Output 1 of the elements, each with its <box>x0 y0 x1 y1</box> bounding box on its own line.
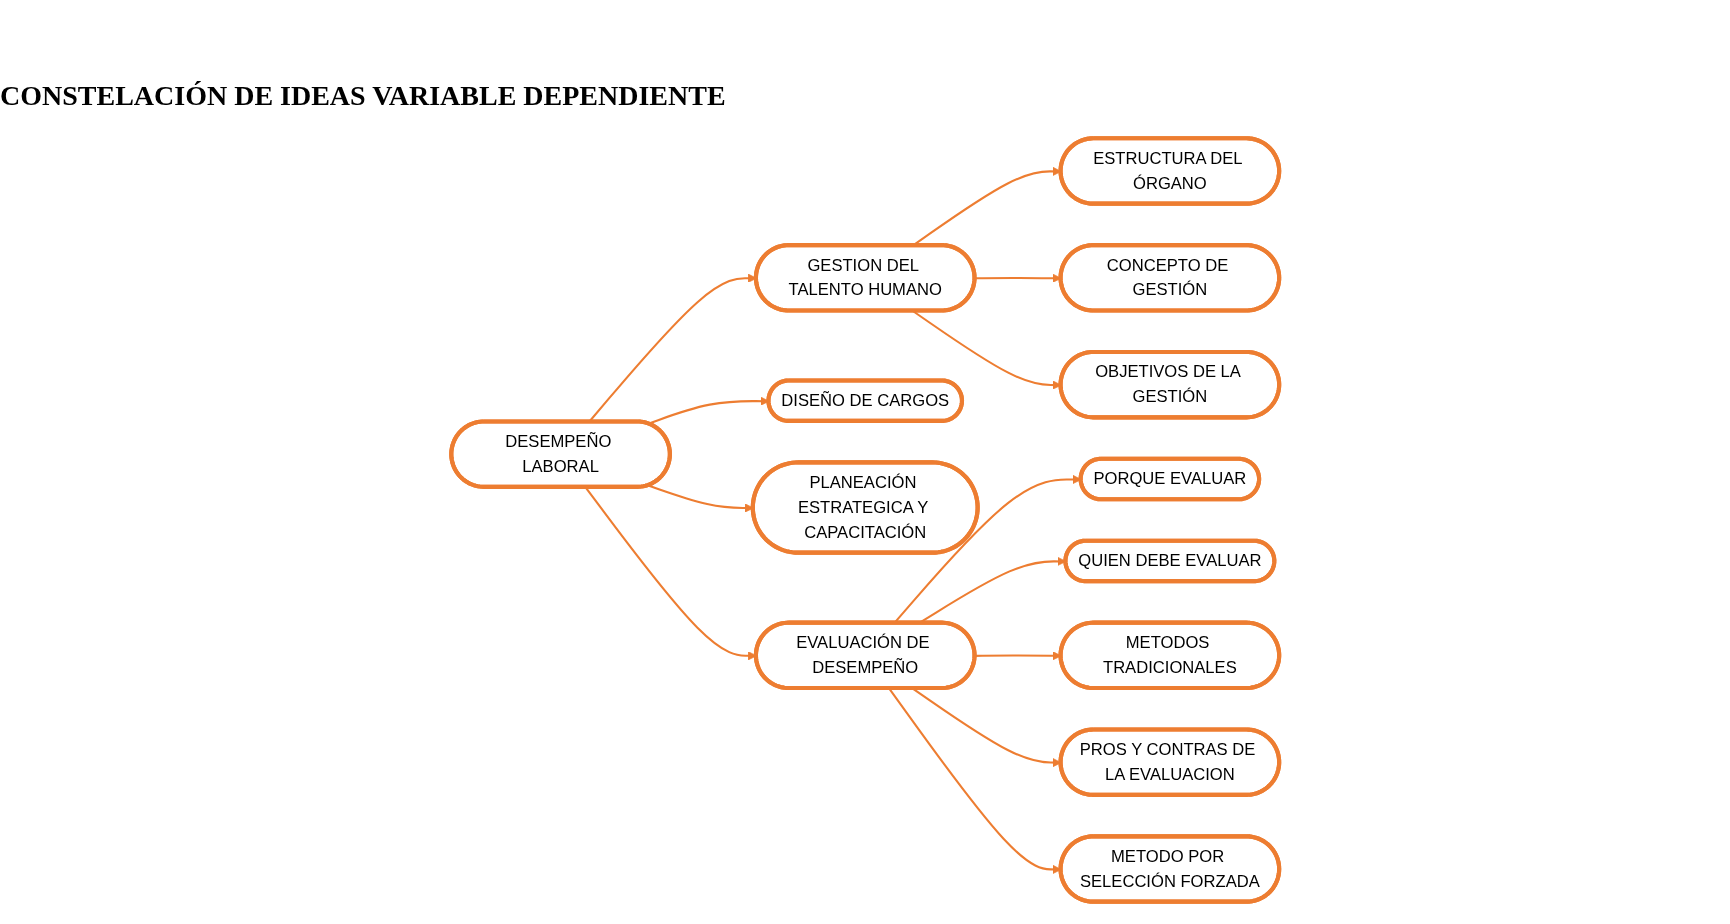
diagram-title: CONSTELACIÓN DE IDEAS VARIABLE DEPENDIENTE <box>0 80 726 112</box>
